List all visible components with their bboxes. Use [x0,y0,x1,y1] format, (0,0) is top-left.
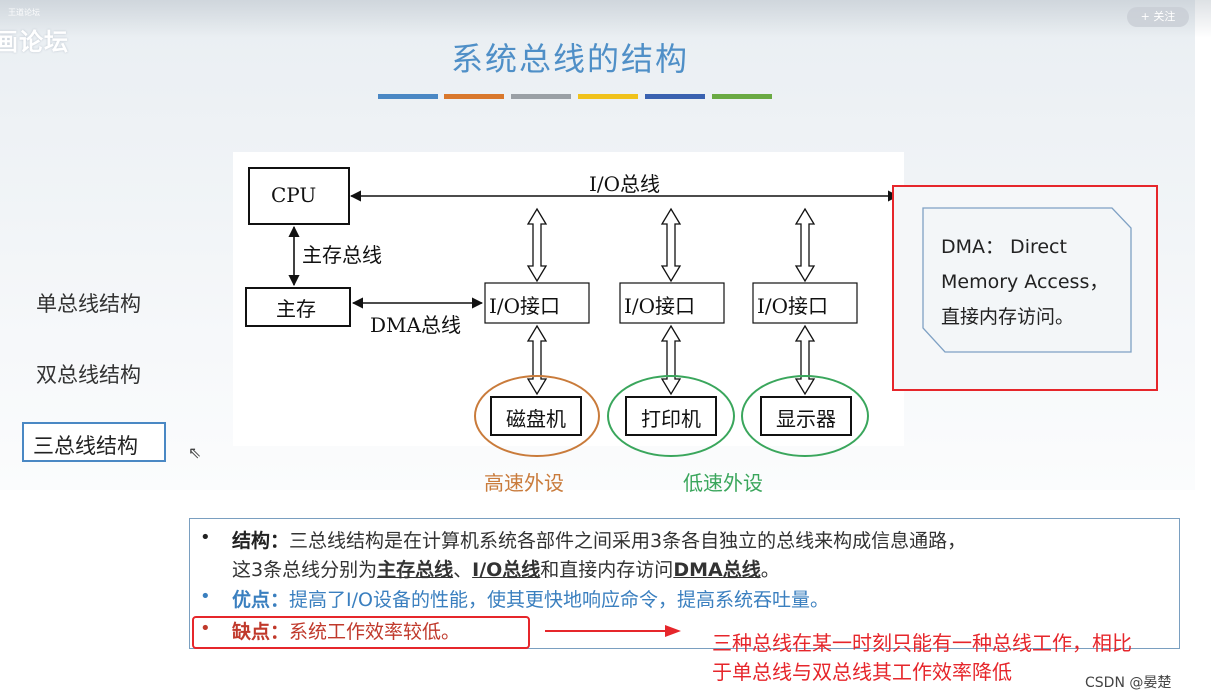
follow-button[interactable]: + 关注 [1127,7,1189,27]
title-underline-orange [444,94,504,99]
printer-label: 打印机 [641,407,701,431]
io-interface-label-2: I/O接口 [624,294,696,318]
high-speed-label: 高速外设 [484,471,564,495]
watermark-logo: 画论坛 [0,28,69,56]
io-arrow-bottom-1 [526,324,548,396]
io-arrow-top-3 [794,207,816,283]
side-item-single-bus[interactable]: 单总线结构 [36,292,141,316]
display-box [760,396,852,436]
mouse-cursor-icon: ⇖ [188,443,202,462]
cpu-label: CPU [271,183,317,207]
con-text: 系统工作效率较低。 [289,621,461,643]
slide-title: 系统总线的结构 [450,40,689,78]
structure-label: 结构： [232,530,290,552]
io-arrow-bottom-3 [794,324,816,396]
disk-label: 磁盘机 [506,407,566,431]
bullet-con-icon: • [200,618,211,639]
display-label: 显示器 [776,407,836,431]
dma-bus-term: DMA总线 [673,559,761,581]
structure-line-1: 结构：三总线结构是在计算机系统各部件之间采用3条各自独立的总线来构成信息通路， [232,526,966,553]
title-underline-yellow [578,94,638,99]
io-interface-box-2 [619,282,725,324]
io-interface-label-3: I/O接口 [757,294,829,318]
info-box [189,518,1180,649]
io-bus-term: I/O总线 [472,559,541,581]
structure-line2-end: 。 [760,559,780,581]
dma-callout-shape [922,207,1132,353]
disk-box [490,396,582,436]
watermark-small: 王道论坛 [8,8,40,17]
structure-text: 三总线结构是在计算机系统各部件之间采用3条各自独立的总线来构成信息通路， [289,530,967,552]
dma-callout-line-2: Memory Access， [941,271,1109,293]
diagram-lines [245,167,900,457]
note-line-1: 三种总线在某一时刻只能有一种总线工作，相比 [712,631,1132,655]
io-interface-label-1: I/O接口 [489,294,561,318]
memory-bus-term: 主存总线 [377,559,454,581]
con-label: 缺点： [232,621,290,643]
low-speed-ellipse-1 [607,375,735,457]
con-highlight-frame [192,616,530,649]
main-memory-label: 主存 [276,297,316,321]
annotation-arrow-icon [545,625,681,637]
io-bus-label: I/O总线 [589,172,661,196]
low-speed-label: 低速外设 [683,471,763,495]
pro-line: 优点：提高了I/O设备的性能，使其更快地响应命令，提高系统吞吐量。 [232,585,829,612]
io-arrow-top-2 [660,207,682,283]
title-underline-gray [511,94,571,99]
pro-text: 提高了I/O设备的性能，使其更快地响应命令，提高系统吞吐量。 [289,589,829,611]
structure-line-2: 这3条总线分别为主存总线、I/O总线和直接内存访问DMA总线。 [232,555,780,582]
con-line: 缺点：系统工作效率较低。 [232,617,460,644]
three-bus-diagram: CPU 主存 I/O总线 主存总线 DMA总线 I/O接口 I/O接口 I/O接… [233,152,904,457]
top-shadow [0,0,1211,38]
memory-bus-label: 主存总线 [302,243,382,267]
high-speed-ellipse [474,375,600,457]
title-underline-green [712,94,772,99]
structure-sep: 、 [453,559,473,581]
main-memory-box [245,287,351,327]
structure-line2-a: 这3条总线分别为 [232,559,378,581]
dma-callout-text: DMA： Direct Memory Access， 直接内存访问。 [941,230,1141,335]
dma-callout-line-1: DMA： Direct [941,236,1067,258]
io-arrow-top-1 [526,207,548,283]
note-line-2: 于单总线与双总线其工作效率降低 [712,660,1012,684]
title-underline-blue [378,94,438,99]
dma-callout-line-3: 直接内存访问。 [941,306,1075,328]
side-item-triple-bus[interactable]: 三总线结构 [22,422,166,462]
right-margin [1195,0,1211,698]
io-arrow-bottom-2 [660,324,682,396]
low-speed-ellipse-2 [741,375,869,457]
title-underline-navy [645,94,705,99]
side-item-dual-bus[interactable]: 双总线结构 [36,363,141,387]
io-interface-box-1 [484,282,590,324]
pro-label: 优点： [232,589,290,611]
structure-line2-b: 和直接内存访问 [540,559,674,581]
csdn-credit: CSDN @晏楚 [1085,672,1172,692]
cpu-box [248,167,350,225]
side-item-triple-bus-label: 三总线结构 [33,434,138,458]
io-interface-box-3 [752,282,858,324]
bullet-pro-icon: • [200,586,211,607]
printer-box [625,396,717,436]
bullet-structure-icon: • [200,527,211,548]
dma-bus-label: DMA总线 [370,313,461,337]
